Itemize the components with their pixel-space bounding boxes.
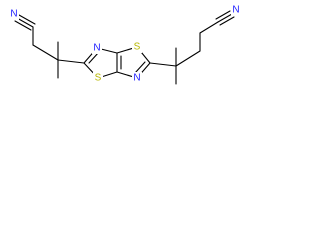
atom-label-n-left: N <box>10 9 17 20</box>
atom-ring-sulfur-left: S <box>93 72 103 84</box>
atom-nitrile-nitrogen-right: N <box>231 4 241 16</box>
atom-label-n-ring-right: N <box>133 73 140 84</box>
bond-right-quat-c3 <box>175 50 201 67</box>
bond-nitrile-left-3 <box>18 14 36 25</box>
atom-nitrile-nitrogen-left: N <box>9 8 19 20</box>
atom-ring-sulfur-right: S <box>132 41 142 53</box>
bond-ring-n-c5-double <box>134 61 146 74</box>
bond-nitrile-right-3 <box>219 16 235 26</box>
atom-label-s-ring-right: S <box>134 42 141 53</box>
bond-nitrile-left-2 <box>14 20 32 31</box>
bond-nitrile-right-1 <box>217 13 233 23</box>
bond-left-quat-ring <box>57 59 85 64</box>
atom-layer: N N S S N N <box>9 4 241 84</box>
bond-right-ring-quat <box>149 62 177 67</box>
bond-right-c2-c1 <box>199 21 219 34</box>
atom-ring-nitrogen-left: N <box>92 42 102 54</box>
molecule-diagram: N N S S N N <box>9 4 241 85</box>
atom-label-n-ring-left: N <box>93 43 100 54</box>
bond-nitrile-left-1 <box>16 17 34 28</box>
bond-nitrile-right-2 <box>215 10 231 20</box>
atom-label-n-right: N <box>232 5 239 16</box>
bond-left-c2-c3 <box>32 44 59 61</box>
atom-ring-nitrogen-right: N <box>132 72 142 84</box>
atom-label-s-ring-left: S <box>95 73 102 84</box>
bond-layer <box>14 10 235 85</box>
